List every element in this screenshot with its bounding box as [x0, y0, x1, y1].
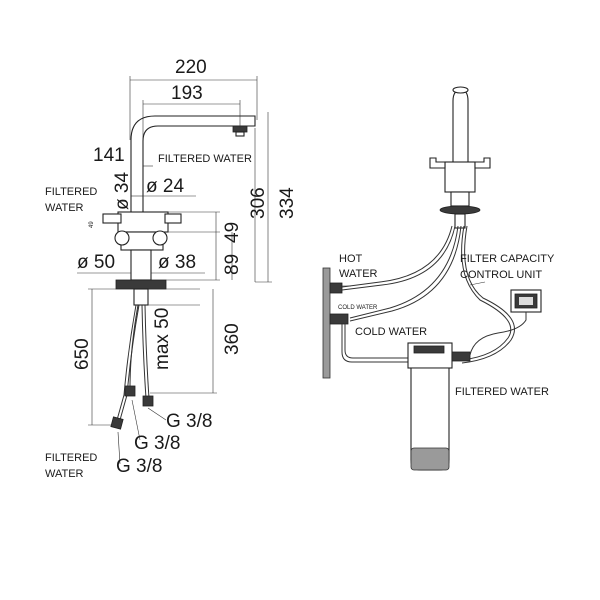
hose-hot-b: [341, 225, 456, 291]
label-filtered-side-line1: FILTERED: [45, 186, 97, 198]
dim-334: 334: [277, 187, 298, 219]
faucet-body-upper: [117, 211, 169, 233]
dim-dia-50: ø 50: [77, 252, 115, 273]
dim-193: 193: [171, 83, 203, 104]
faucet-right-knob: [152, 230, 168, 246]
faucet-perspective-base: [439, 205, 481, 215]
faucet-perspective-body: [444, 161, 476, 193]
dim-141: 141: [93, 145, 125, 166]
cold-water-line-b: [344, 324, 408, 359]
valve-hot: [329, 282, 343, 294]
dim-thread-1: G 3/8: [166, 411, 212, 432]
faucet-base: [115, 279, 167, 290]
dim-dia-38: ø 38: [158, 252, 196, 273]
label-filter-capacity-line1: FILTER CAPACITY: [460, 253, 555, 265]
faucet-aerator-tip: [235, 131, 245, 137]
faucet-perspective-neck: [450, 191, 470, 207]
faucet-perspective-spout: [452, 89, 469, 164]
dim-220: 220: [175, 57, 207, 78]
dim-89: 89: [222, 254, 243, 275]
control-unit-cable: [469, 312, 527, 356]
hose-fitting-3: [124, 385, 136, 397]
label-cold-water-small: COLD WATER: [338, 305, 378, 311]
filter-cartridge-band: [410, 447, 450, 471]
label-filtered-water: FILTERED WATER: [455, 386, 549, 398]
dim-dia-24: ø 24: [146, 176, 184, 197]
valve-cold: [329, 313, 349, 325]
supply-hose-1b: [119, 304, 140, 421]
hose-hot: [341, 225, 453, 288]
faucet-left-lever: [102, 213, 122, 224]
faucet-side-view: 220 193 141 FILTERED WATER ø 24 ø 34 FIL…: [45, 57, 298, 480]
dim-360: 360: [222, 323, 243, 355]
dim-thread-2: G 3/8: [134, 433, 180, 454]
label-cold-water: COLD WATER: [355, 326, 427, 338]
dim-thread-3: G 3/8: [116, 456, 162, 477]
faucet-perspective-right-lever: [474, 157, 491, 169]
cold-water-line: [341, 324, 408, 363]
supply-hose-2b: [144, 304, 150, 399]
dim-650: 650: [72, 338, 93, 370]
label-filtered-water-outlet: FILTERED WATER: [158, 153, 252, 165]
wall: [322, 267, 331, 379]
label-hot-water-line1: HOT: [339, 253, 363, 265]
hose-fitting-2: [142, 395, 154, 407]
faucet-neck: [130, 249, 152, 281]
filter-head-cap: [413, 345, 445, 354]
filter-outlet: [451, 351, 471, 362]
hose-cold-b: [349, 225, 462, 322]
dim-306: 306: [248, 187, 269, 219]
dim-max-50: max 50: [152, 308, 173, 370]
faucet-left-knob: [114, 230, 130, 246]
hose-cold: [349, 225, 459, 319]
label-filter-capacity-line2: CONTROL UNIT: [460, 269, 542, 281]
label-filtered-hose-line1: FILTERED: [45, 452, 97, 464]
faucet-right-lever: [164, 213, 182, 224]
dim-dia-34: ø 34: [112, 172, 133, 210]
hose-filtered: [461, 225, 512, 361]
faucet-perspective-stud: [454, 213, 466, 229]
label-filtered-hose-line2: WATER: [45, 468, 84, 480]
label-hot-water-line2: WATER: [339, 268, 378, 280]
hose-fitting-1: [110, 416, 124, 430]
label-filtered-side-line2: WATER: [45, 202, 84, 214]
dim-49-small: 49: [89, 221, 95, 228]
supply-hose-1: [116, 304, 137, 421]
supply-hose-2: [141, 304, 147, 399]
control-unit-screen: [519, 297, 533, 305]
installation-view: HOT WATER COLD WATER COLD WATER FILTER C…: [322, 86, 555, 471]
supply-hose-3: [129, 304, 139, 389]
hose-filtered-b: [461, 225, 515, 364]
faucet-mount-stud: [133, 288, 149, 306]
faucet-perspective-left-lever: [429, 157, 446, 169]
faucet-perspective-tip: [452, 86, 469, 94]
dim-49: 49: [222, 222, 243, 243]
